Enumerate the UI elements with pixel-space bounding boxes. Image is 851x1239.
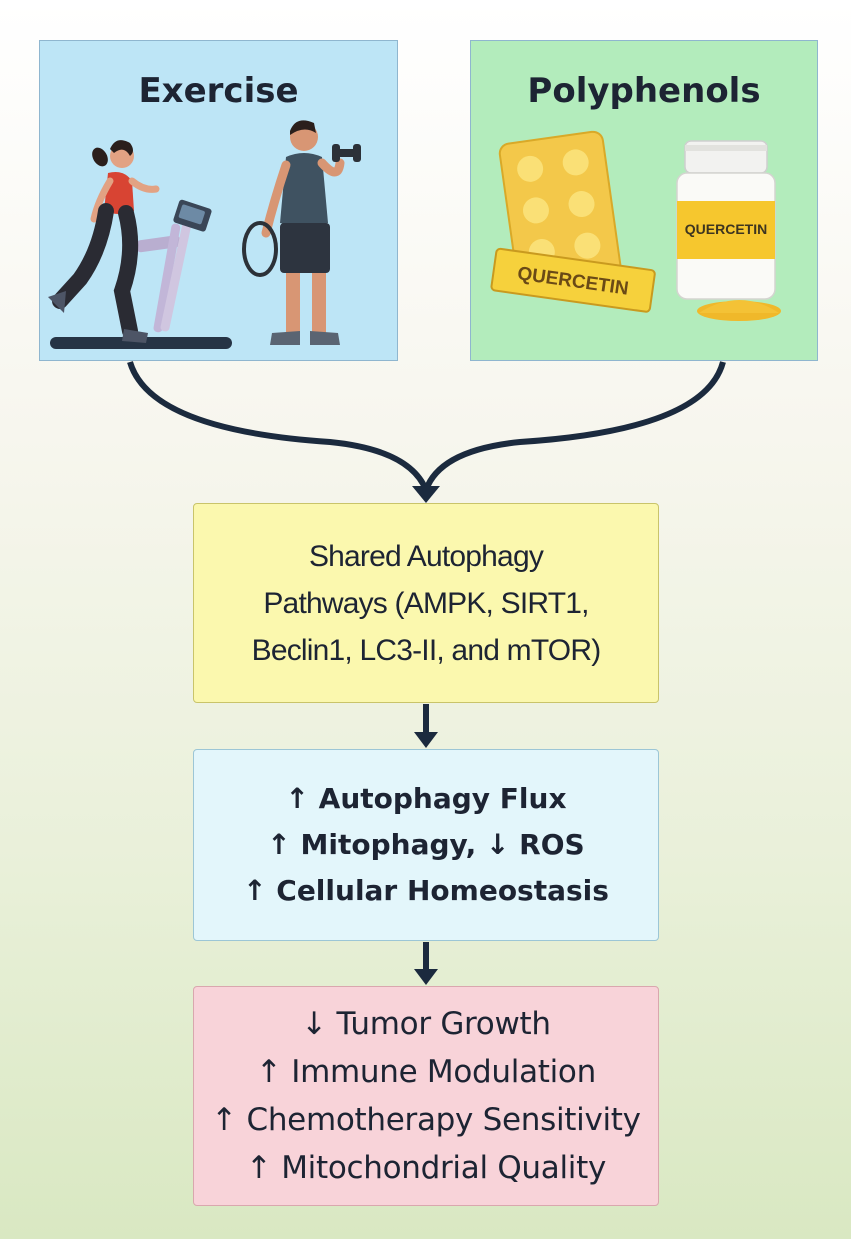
quercetin-illustration: QUERCETIN QUERCETIN [490, 130, 781, 321]
bottle-label-text: QUERCETIN [685, 221, 767, 237]
outcome-line-4: ↑ Mitochondrial Quality [246, 1150, 606, 1186]
pathways-line-2: Pathways (AMPK, SIRT1, [263, 586, 589, 620]
quercetin-label-tag [490, 247, 656, 313]
arrow-exercise-to-pathways [127, 361, 429, 492]
autophagy-effects-box: ↑ Autophagy Flux ↑ Mitophagy, ↓ ROS ↑ Ce… [193, 749, 659, 941]
polyphenols-title: Polyphenols [527, 71, 761, 111]
exercise-title: Exercise [138, 71, 299, 111]
flux-line-1: ↑ Autophagy Flux [285, 782, 567, 815]
outcome-line-3: ↑ Chemotherapy Sensitivity [211, 1102, 641, 1138]
pathways-line-1: Shared Autophagy [308, 539, 544, 573]
arrowhead-flux [414, 732, 438, 748]
outcome-line-2: ↑ Immune Modulation [256, 1054, 596, 1090]
arrowhead-merge [412, 486, 440, 503]
outcomes-box: ↓ Tumor Growth ↑ Immune Modulation ↑ Che… [193, 986, 659, 1206]
shared-pathways-box: Shared Autophagy Pathways (AMPK, SIRT1, … [193, 503, 659, 703]
supplement-bottle-icon [676, 140, 781, 321]
flux-line-3: ↑ Cellular Homeostasis [243, 874, 609, 907]
treadmill-icon [50, 199, 232, 349]
pathways-line-3: Beclin1, LC3-II, and mTOR) [251, 633, 602, 667]
arrow-polyphenols-to-pathways [423, 361, 726, 492]
arrowhead-outcome [414, 969, 438, 985]
polyphenols-panel: Polyphenols QUERCETIN QUERCETIN [470, 40, 818, 361]
running-woman-icon [48, 140, 160, 343]
flux-line-2: ↑ Mitophagy, ↓ ROS [267, 828, 585, 861]
man-with-dumbbell-icon [242, 120, 361, 345]
exercise-illustration [48, 120, 361, 349]
exercise-panel: Exercise [39, 40, 398, 361]
outcome-line-1: ↓ Tumor Growth [301, 1006, 551, 1042]
